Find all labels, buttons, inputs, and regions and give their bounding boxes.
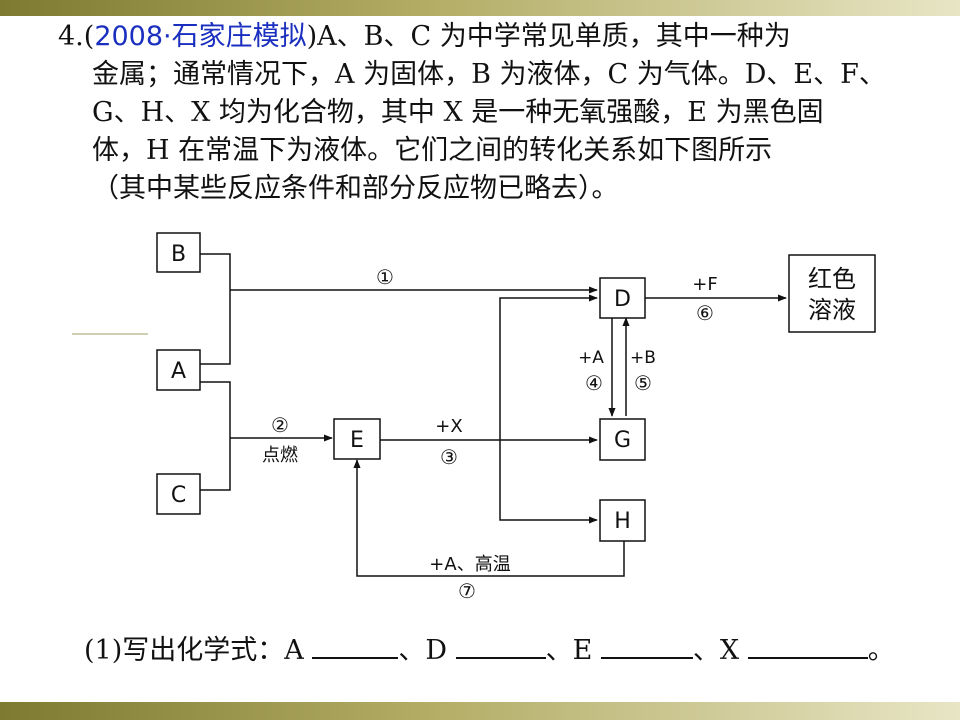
answer-sep-x: 、X [692,635,740,666]
arrow-to-h [499,440,598,524]
box-e [333,418,381,460]
box-b-label: B [171,242,186,267]
question-text: 4.(2008·石家庄模拟)A、B、C 为中学常见单质，其中一种为 金属；通常情… [58,18,918,208]
answer-sep-e: 、E [545,635,593,666]
label-r6: ⑥ [696,301,714,325]
box-h-label: H [614,509,631,534]
question-line-2: 金属；通常情况下，A 为固体，B 为液体，C 为气体。D、E、F、 [92,59,886,90]
source-paren-close: ) [306,21,318,52]
label-r6-reagent: +F [692,274,717,295]
answer-line: (1)写出化学式：A 、D 、E 、X 。 [84,628,895,667]
box-a [156,349,201,391]
box-c-label: C [171,483,186,508]
question-body-1: A、B、C 为中学常见单质，其中一种为 [317,21,791,52]
answer-blank-e[interactable] [600,635,693,659]
top-decor-bar [0,0,960,16]
answer-blank-x[interactable] [747,635,868,659]
answer-prefix: (1)写出化学式：A [84,635,304,666]
answer-blank-d[interactable] [455,635,546,659]
label-r4-reagent: +A [578,348,604,368]
label-r1: ① [376,265,394,289]
box-g-label: G [614,428,631,453]
question-line-5: （其中某些反应条件和部分反应物已略去）。 [92,173,619,204]
box-a-label: A [171,359,186,384]
label-r3: ③ [440,445,458,469]
question-line-3: G、H、X 均为化合物，其中 X 是一种无氧强酸，E 为黑色固 [92,97,824,128]
box-d-label: D [614,287,631,312]
label-r2-condition: 点燃 [262,445,298,466]
connector-b-a [200,253,231,365]
question-line-4: 体，H 在常温下为液体。它们之间的转化关系如下图所示 [92,135,773,166]
label-r3-reagent: +X [435,416,462,437]
answer-sep-d: 、D [398,635,447,666]
label-r5-reagent: +B [630,348,656,368]
answer-blank-a[interactable] [312,635,399,659]
label-r4: ④ [585,371,603,395]
connector-a-c [200,381,231,491]
box-b [156,232,201,273]
label-r2: ② [271,413,289,437]
red-solution-line-2: 溶液 [808,296,856,324]
source-paren-open: ( [83,21,95,52]
question-line-1: 4.(2008·石家庄模拟)A、B、C 为中学常见单质，其中一种为 [58,18,918,56]
red-solution-line-1: 红色 [808,265,856,293]
box-c [156,473,201,515]
question-number: 4. [58,21,84,52]
answer-end: 。 [867,635,895,666]
box-e-label: E [350,428,364,453]
box-d [599,277,646,319]
arrow-r7 [353,459,625,577]
question-source: 2008·石家庄模拟 [94,21,307,52]
box-red-solution [788,254,876,333]
decor-line [72,333,148,335]
box-g [599,418,646,461]
bottom-decor-bar [0,702,960,720]
label-r5: ⑤ [634,371,652,395]
box-h [599,499,646,542]
arrow-to-d [499,294,598,440]
label-r7: ⑦ [458,579,476,603]
label-r7-reagent: +A、高温 [429,554,510,575]
